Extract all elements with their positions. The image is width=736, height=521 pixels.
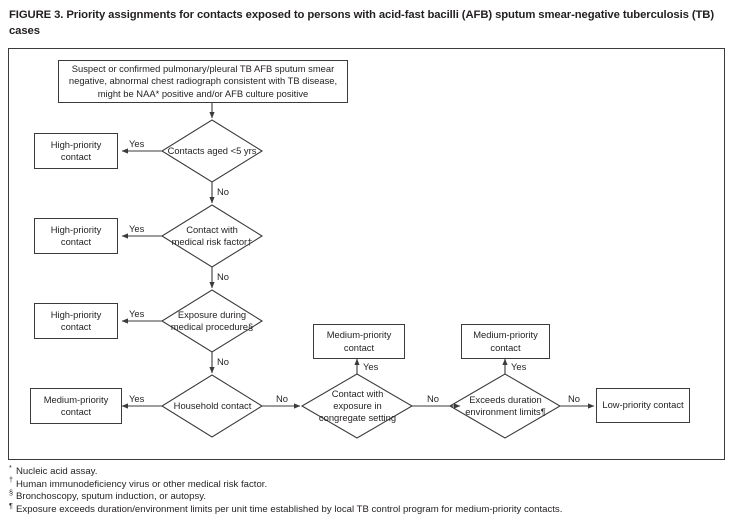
- decision-exposure-medical-procedure: Exposure during medical procedure§: [169, 297, 255, 345]
- outcome-medium-priority-1: Medium-priority contact: [30, 388, 122, 424]
- edge-label-no-1: No: [217, 186, 229, 197]
- edge-label-no-5: No: [427, 393, 439, 404]
- decision-congregate-setting: Contact with exposure in congregate sett…: [314, 381, 401, 431]
- outcome-label: Medium-priority contact: [326, 329, 392, 353]
- outcome-label: High-priority contact: [50, 223, 102, 247]
- edge-label-no-2: No: [217, 271, 229, 282]
- decision-label: Contact with medical risk factor†: [171, 223, 253, 247]
- footnote-3: §Bronchoscopy, sputum induction, or auto…: [9, 488, 207, 503]
- edge-label-yes-4: Yes: [129, 393, 145, 404]
- decision-label: Exposure during medical procedure§: [170, 308, 254, 332]
- decision-medical-risk-factor: Contact with medical risk factor†: [169, 212, 255, 260]
- outcome-label: High-priority contact: [50, 308, 102, 332]
- footnote-text: Bronchoscopy, sputum induction, or autop…: [16, 491, 207, 503]
- outcome-label: Medium-priority contact: [43, 393, 109, 417]
- edge-label-no-3: No: [217, 356, 229, 367]
- edge-label-no-4: No: [276, 393, 288, 404]
- outcome-high-priority-3: High-priority contact: [34, 303, 118, 339]
- edge-label-yes-5: Yes: [363, 361, 379, 372]
- edge-label-no-6: No: [568, 393, 580, 404]
- outcome-label: Low-priority contact: [602, 399, 684, 411]
- outcome-high-priority-1: High-priority contact: [34, 133, 118, 169]
- edge-label-yes-2: Yes: [129, 223, 145, 234]
- decision-label: Contacts aged <5 yrs: [167, 144, 257, 156]
- footnote-4: ¶Exposure exceeds duration/environment l…: [9, 500, 563, 515]
- decision-household-contact: Household contact: [170, 386, 255, 426]
- footnote-text: Human immunodeficiency virus or other me…: [16, 478, 268, 490]
- outcome-high-priority-2: High-priority contact: [34, 218, 118, 254]
- decision-contacts-aged-under-5: Contacts aged <5 yrs: [167, 131, 257, 171]
- footnote-2: †Human immunodeficiency virus or other m…: [9, 475, 268, 490]
- footnote-text: Nucleic acid assay.: [16, 466, 98, 477]
- outcome-medium-priority-2: Medium-priority contact: [313, 324, 405, 359]
- start-box-text: Suspect or confirmed pulmonary/pleural T…: [68, 63, 338, 99]
- decision-label: Exceeds duration environment limits¶: [465, 393, 546, 417]
- start-box: Suspect or confirmed pulmonary/pleural T…: [58, 60, 348, 103]
- footnotes: *Nucleic acid assay. †Human immunodefici…: [9, 462, 725, 516]
- edge-label-yes-6: Yes: [511, 361, 527, 372]
- outcome-medium-priority-3: Medium-priority contact: [461, 324, 550, 359]
- decision-label: Household contact: [173, 399, 252, 411]
- decision-label: Contact with exposure in congregate sett…: [318, 387, 397, 424]
- footnote-1: *Nucleic acid assay.: [9, 462, 98, 477]
- edge-label-yes-1: Yes: [129, 138, 145, 149]
- outcome-low-priority: Low-priority contact: [596, 388, 690, 423]
- decision-exceeds-duration-limits: Exceeds duration environment limits¶: [462, 381, 549, 431]
- outcome-label: High-priority contact: [50, 138, 102, 162]
- edge-label-yes-3: Yes: [129, 308, 145, 319]
- outcome-label: Medium-priority contact: [473, 329, 538, 353]
- footnote-text: Exposure exceeds duration/environment li…: [16, 503, 563, 515]
- figure-title: FIGURE 3. Priority assignments for conta…: [9, 9, 715, 37]
